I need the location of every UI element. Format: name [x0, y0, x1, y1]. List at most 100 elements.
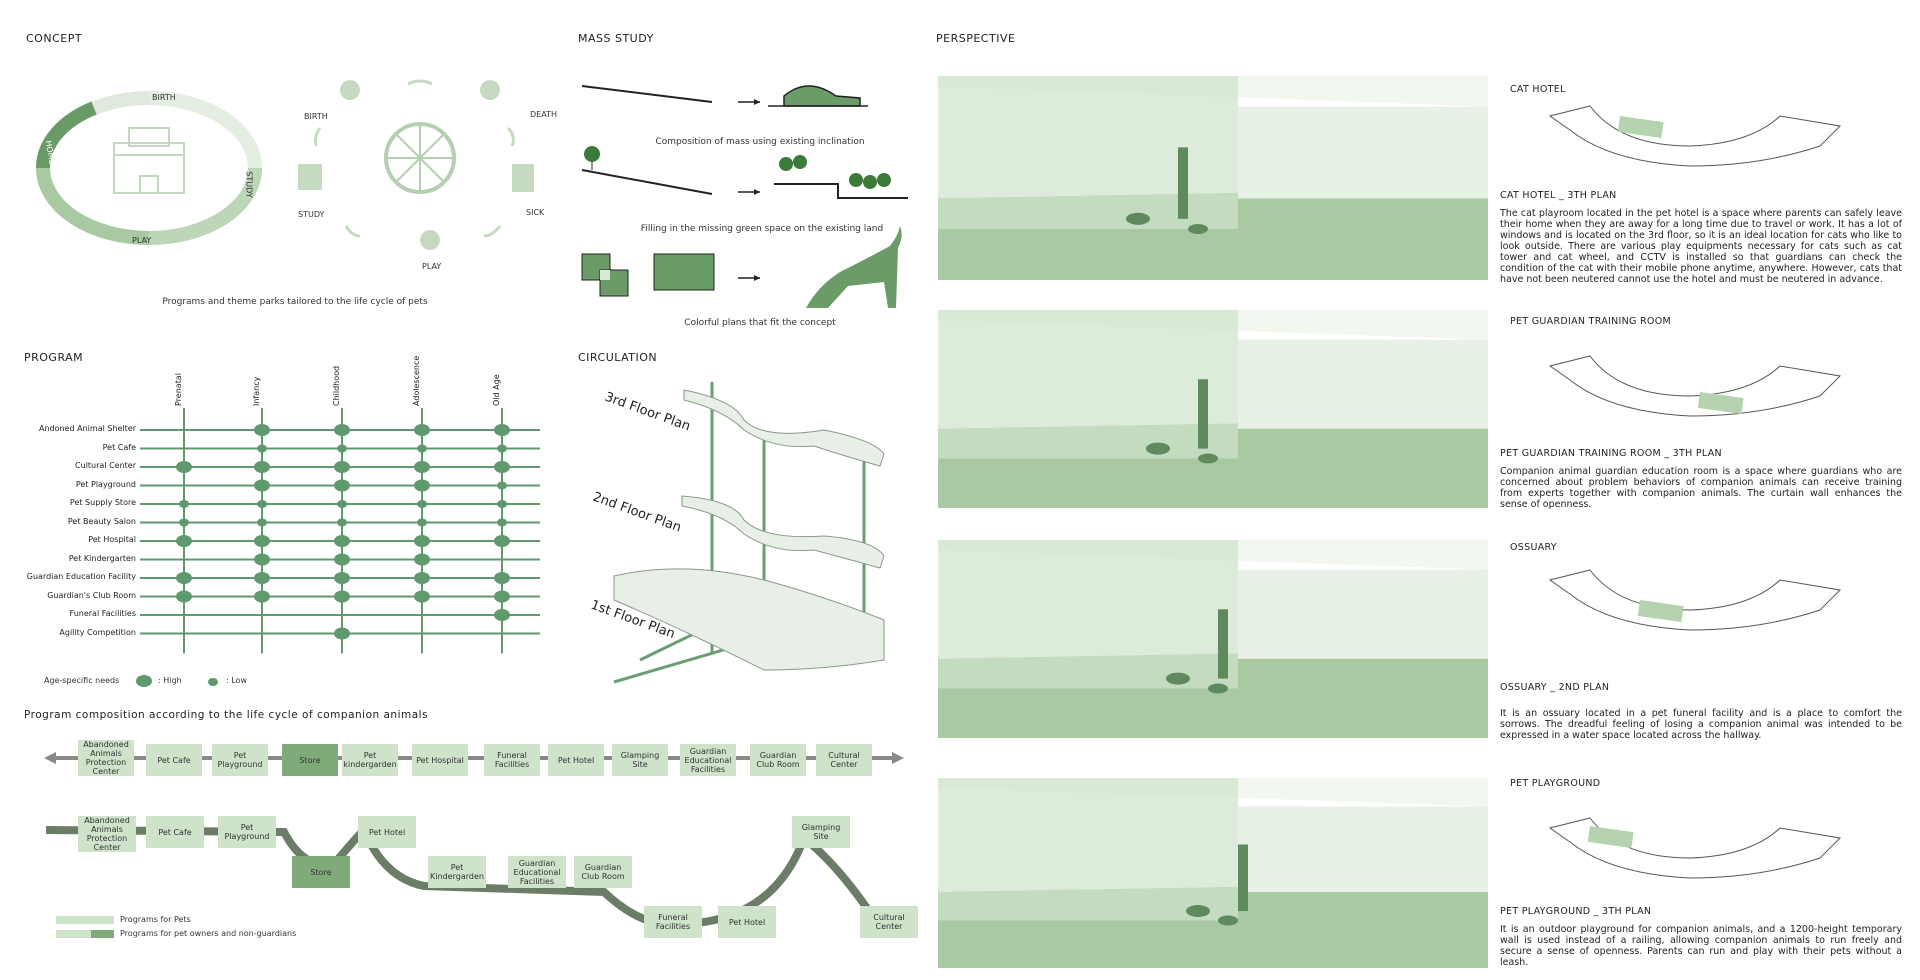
need-high-dot: [414, 424, 430, 436]
ring-label-play: PLAY: [132, 236, 152, 245]
need-low-dot: [417, 518, 427, 527]
need-high-dot: [414, 553, 430, 566]
need-high-dot: [494, 572, 510, 584]
plan-diagram: [1548, 569, 1842, 631]
composition-box: Store: [282, 744, 338, 776]
need-high-dot: [334, 553, 350, 566]
composition-box: Guardian Educational Facilities: [508, 856, 566, 888]
perspective-description: Companion animal guardian education room…: [1500, 466, 1902, 510]
need-low-dot: [257, 500, 267, 508]
program-matrix-svg: Prenatal Infancy Childhood Adolescence Old A…: [140, 356, 540, 654]
legend-owners-label: Programs for pet owners and non-guardian…: [120, 929, 297, 938]
need-low-dot: [417, 500, 427, 508]
program-row-label: Pet Beauty Salon: [67, 516, 136, 526]
perspective-title: PET PLAYGROUND: [1510, 778, 1601, 789]
mass-caption-3: Colorful plans that fit the concept: [684, 318, 836, 328]
need-high-dot: [254, 461, 270, 473]
stage-label-2: Childhood: [332, 366, 341, 406]
perspective-description: It is an ossuary located in a pet funera…: [1500, 708, 1902, 741]
composition-box: Guardian Educational Facilities: [680, 744, 736, 776]
cycle-label-birth: BIRTH: [304, 112, 328, 121]
perspective-title: PERSPECTIVE: [936, 32, 1016, 45]
program-row-label: Agility Competition: [59, 627, 136, 637]
perspective-subtitle: PET PLAYGROUND _ 3TH PLAN: [1500, 906, 1652, 917]
mass-study-title: MASS STUDY: [578, 32, 654, 45]
perspective-subtitle: CAT HOTEL _ 3TH PLAN: [1500, 190, 1617, 201]
need-high-dot: [254, 424, 270, 436]
composition-box: Pet kindergarden: [342, 744, 398, 776]
composition-box: Glamping Site: [792, 816, 850, 848]
legend-pets-swatch: [56, 916, 114, 924]
program-row-label: Pet Kindergarten: [68, 553, 136, 563]
need-high-dot: [414, 535, 430, 547]
need-high-dot: [176, 461, 192, 473]
need-high-dot: [176, 535, 192, 547]
stage-label-4: Old Age: [492, 374, 501, 406]
life-cycle-diagram: [298, 79, 534, 250]
perspective-description: The cat playroom located in the pet hote…: [1500, 208, 1902, 285]
mass-caption-1: Composition of mass using existing incli…: [655, 137, 865, 147]
composition-box: Pet Cafe: [146, 744, 202, 776]
composition-box: Store: [292, 856, 350, 888]
need-high-dot: [254, 572, 270, 584]
perspective-render: [938, 310, 1488, 508]
program-row-label: Pet Supply Store: [69, 498, 136, 507]
need-high-dot: [494, 424, 510, 436]
concept-caption: Programs and theme parks tailored to the…: [162, 297, 428, 307]
need-low-dot: [179, 500, 189, 508]
program-title: PROGRAM: [24, 351, 84, 364]
need-high-dot: [254, 590, 270, 603]
concept-ring: [35, 91, 262, 245]
composition-box: Pet Hotel: [718, 906, 776, 938]
perspective-subtitle: OSSUARY _ 2ND PLAN: [1500, 682, 1610, 693]
need-low-dot: [497, 444, 507, 453]
study-icon: [298, 164, 322, 190]
need-low-dot: [497, 481, 507, 490]
composition-box: Pet Playground: [212, 744, 268, 776]
program-row-label: Pet Hospital: [88, 535, 136, 544]
need-high-dot: [254, 479, 270, 492]
program-row-label: Pet Playground: [75, 479, 136, 489]
composition-box: Guardian Club Room: [574, 856, 632, 888]
plan-diagram: [1548, 105, 1842, 167]
composition-box: Pet Hotel: [358, 816, 416, 848]
plan-diagram: [1548, 817, 1842, 879]
need-high-dot: [494, 461, 510, 473]
need-low-dot: [497, 518, 507, 527]
composition-box: Abandoned Animals Protection Center: [78, 816, 136, 852]
composition-box: Abandoned Animals Protection Center: [78, 740, 134, 776]
stage-label-1: Infancy: [252, 376, 261, 406]
program-row-label: Andoned Animal Shelter: [39, 424, 136, 433]
need-high-dot: [494, 590, 510, 603]
composition-box: Pet Playground: [218, 816, 276, 848]
concept-title: CONCEPT: [26, 32, 83, 45]
floor-label-2: 2nd Floor Plan: [591, 490, 684, 536]
perspective-subtitle: PET GUARDIAN TRAINING ROOM _ 3TH PLAN: [1500, 448, 1722, 459]
need-low-dot: [257, 444, 267, 453]
program-row-label: Guardian's Club Room: [47, 590, 136, 600]
need-high-dot: [494, 609, 510, 621]
stage-label-0: Prenatal: [174, 373, 183, 406]
need-low-dot: [257, 518, 267, 527]
ring-label-birth: BIRTH: [152, 93, 176, 102]
composition-box: Pet Hotel: [548, 744, 604, 776]
need-high-dot: [334, 424, 350, 436]
play-icon: [420, 230, 440, 250]
circulation-diagram: 3rd Floor Plan 2nd Floor Plan 1st Floor …: [589, 382, 885, 684]
cycle-label-sick: SICK: [526, 208, 545, 217]
need-high-dot: [414, 572, 430, 584]
need-low-dot: [179, 518, 189, 527]
cycle-label-study: STUDY: [298, 210, 325, 219]
composition-box: Pet Hospital: [412, 744, 468, 776]
need-low-dot: [497, 500, 507, 508]
program-row-label: Guardian Education Facility: [26, 572, 136, 581]
perspective-render: [938, 778, 1488, 968]
program-row-label: Cultural Center: [75, 461, 136, 470]
stage-label-3: Adolescence: [412, 356, 421, 406]
need-high-dot: [334, 627, 350, 640]
need-high-dot: [334, 479, 350, 492]
need-high-dot: [176, 572, 192, 584]
legend-high-dot: [136, 675, 152, 687]
program-row-label: Pet Cafe: [102, 442, 136, 452]
need-high-dot: [414, 461, 430, 473]
